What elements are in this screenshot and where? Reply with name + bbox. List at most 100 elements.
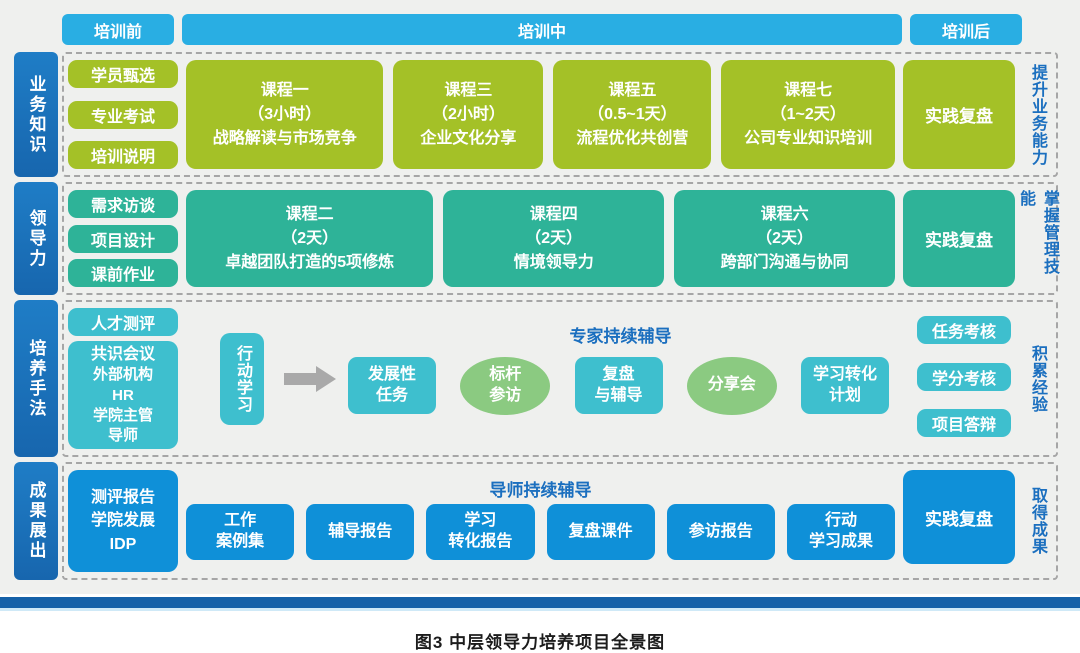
dashed-container-row4: 测评报告 学院发展 IDP 导师持续辅导 工作 案例集 辅导报告 学习 转化报告…	[62, 462, 1058, 580]
output-work-case-collection: 工作 案例集	[186, 504, 295, 560]
practice-review-box-row1: 实践复盘	[903, 60, 1015, 169]
expert-coaching-title: 专家持续辅导	[569, 327, 672, 346]
row1-post-column: 实践复盘	[903, 60, 1015, 169]
course-name: 跨部门沟通与协同	[720, 253, 849, 271]
course-title: 课程六	[760, 205, 809, 223]
course-title: 课程二	[285, 205, 334, 223]
course-name: 情境领导力	[513, 253, 594, 271]
course-box-6: 课程六 （2天） 跨部门沟通与协同	[674, 190, 895, 287]
practice-review-box-row2: 实践复盘	[903, 190, 1015, 287]
course-duration: （0.5~1天）	[588, 105, 677, 123]
row3-main-column: 行动学习 专家持续辅导 发展性 任务 标杆 参访 复盘 与辅导 分享会 学习转化…	[186, 308, 895, 449]
expert-coaching-area: 专家持续辅导 发展性 任务 标杆 参访 复盘 与辅导 分享会 学习转化 计划	[346, 308, 895, 449]
course-duration: （2天）	[281, 229, 339, 247]
course-title: 课程三	[444, 81, 493, 99]
action-learning-box: 行动学习	[220, 332, 264, 425]
goal-label-achieve-results: 取得成果	[1029, 487, 1046, 555]
consensus-meeting-label: 共识会议	[90, 345, 155, 363]
side-label-business-knowledge: 业务知识	[14, 52, 58, 177]
row2-courses: 课程二 （2天） 卓越团队打造的5项修炼 课程四 （2天） 情境领导力 课程六 …	[186, 190, 895, 287]
flow-item-learning-transfer-plan: 学习转化 计划	[801, 356, 889, 415]
output-action-learning-results: 行动 学习成果	[786, 504, 896, 560]
dashed-container-row1: 学员甄选 专业考试 培训说明 课程一 （3小时） 战略解读与市场竞争 课程三 （…	[62, 52, 1058, 177]
band-leadership: 领导力 需求访谈 项目设计 课前作业 课程二 （2天） 卓越团队打造的5项修炼	[14, 182, 1058, 295]
row2-pre-column: 需求访谈 项目设计 课前作业	[68, 190, 178, 287]
output-review-courseware: 复盘课件	[546, 504, 655, 560]
arrow-shaft	[284, 372, 316, 385]
pill-project-defense: 项目答辩	[917, 409, 1011, 437]
phase-header-during-training: 培训中	[182, 14, 902, 45]
row2-main-column: 课程二 （2天） 卓越团队打造的5项修炼 课程四 （2天） 情境领导力 课程六 …	[186, 190, 895, 287]
course-title: 课程四	[529, 205, 578, 223]
course-duration: （1~2天）	[770, 105, 846, 123]
row2-post-column: 实践复盘	[903, 190, 1015, 287]
course-name: 公司专业知识培训	[744, 129, 873, 147]
coaching-flow-row: 发展性 任务 标杆 参访 复盘 与辅导 分享会 学习转化 计划	[346, 343, 895, 415]
consensus-meeting-box: 共识会议 外部机构 HR 学院主管 导师	[68, 341, 178, 449]
flow-item-sharing-session: 分享会	[686, 356, 777, 415]
row1-main-column: 课程一 （3小时） 战略解读与市场竞争 课程三 （2小时） 企业文化分享 课程五…	[186, 60, 896, 169]
band-business-knowledge: 业务知识 学员甄选 专业考试 培训说明 课程一 （3小时） 战略解读与市场竞争	[14, 52, 1058, 177]
course-title: 课程五	[608, 81, 657, 99]
side-label-results-showcase: 成果展出	[14, 462, 58, 580]
course-box-7: 课程七 （1~2天） 公司专业知识培训	[721, 60, 896, 169]
pill-talent-assessment: 人才测评	[68, 308, 178, 336]
header-spacer	[1030, 14, 1058, 45]
mentor-coaching-title: 导师持续辅导	[489, 481, 592, 500]
row4-main-column: 导师持续辅导 工作 案例集 辅导报告 学习 转化报告 复盘课件 参访报告 行动 …	[186, 470, 896, 572]
consensus-participants: 外部机构 HR 学院主管 导师	[92, 366, 153, 445]
phase-header-row: 培训前 培训中 培训后	[62, 14, 1058, 45]
course-name: 企业文化分享	[420, 129, 517, 147]
pill-training-briefing: 培训说明	[68, 141, 178, 169]
course-name: 战略解读与市场竞争	[212, 129, 357, 147]
row1-pre-column: 学员甄选 专业考试 培训说明	[68, 60, 178, 169]
flow-arrow-icon	[284, 365, 336, 392]
course-title: 课程七	[784, 81, 833, 99]
outputs-row: 工作 案例集 辅导报告 学习 转化报告 复盘课件 参访报告 行动 学习成果	[186, 504, 896, 560]
course-duration: （2天）	[525, 229, 583, 247]
band-development-methods: 培养手法 人才测评 共识会议 外部机构 HR 学院主管 导师 行动学习	[14, 300, 1058, 457]
row3-pre-column: 人才测评 共识会议 外部机构 HR 学院主管 导师	[68, 308, 178, 449]
course-box-4: 课程四 （2天） 情境领导力	[443, 190, 665, 287]
output-coaching-report: 辅导报告	[306, 504, 415, 560]
figure-caption: 图3 中层领导力培养项目全景图	[414, 633, 666, 652]
goal-label-master-management: 掌握管理技能	[1017, 190, 1058, 275]
goal-label-improve-business: 提升业务能力	[1029, 63, 1046, 166]
band-results-showcase: 成果展出 测评报告 学院发展 IDP 导师持续辅导 工作 案例集 辅导报告 学习…	[14, 462, 1058, 580]
pill-needs-interview: 需求访谈	[68, 190, 178, 218]
dashed-container-row2: 需求访谈 项目设计 课前作业 课程二 （2天） 卓越团队打造的5项修炼 课程四 …	[62, 182, 1058, 295]
course-duration: （3小时）	[248, 105, 322, 123]
phase-header-post-training: 培训后	[910, 14, 1022, 45]
course-box-2: 课程二 （2天） 卓越团队打造的5项修炼	[186, 190, 434, 287]
training-program-diagram: 培训前 培训中 培训后 业务知识 学员甄选 专业考试 培训说明 课程一 （3小时…	[0, 0, 1080, 594]
pill-professional-exam: 专业考试	[68, 100, 178, 129]
bottom-divider-bar	[0, 597, 1080, 611]
side-label-leadership: 领导力	[14, 182, 58, 295]
row3-post-column: 任务考核 学分考核 项目答辩	[903, 308, 1015, 449]
pill-credit-assessment: 学分考核	[917, 362, 1011, 391]
flow-item-developmental-task: 发展性 任务	[348, 356, 436, 415]
row4-post-column: 实践复盘	[903, 470, 1015, 572]
course-name: 卓越团队打造的5项修炼	[225, 253, 395, 271]
pill-trainee-selection: 学员甄选	[68, 60, 178, 88]
course-duration: （2天）	[756, 229, 814, 247]
row1-courses: 课程一 （3小时） 战略解读与市场竞争 课程三 （2小时） 企业文化分享 课程五…	[186, 60, 896, 169]
course-name: 流程优化共创营	[576, 129, 689, 147]
course-box-1: 课程一 （3小时） 战略解读与市场竞争	[186, 60, 384, 169]
course-duration: （2小时）	[431, 105, 505, 123]
phase-header-pre-training: 培训前	[62, 14, 174, 45]
flow-item-review-coaching: 复盘 与辅导	[574, 356, 663, 415]
output-learning-transfer-report: 学习 转化报告	[426, 504, 535, 560]
side-label-development-methods: 培养手法	[14, 300, 58, 457]
course-box-3: 课程三 （2小时） 企业文化分享	[393, 60, 544, 169]
assessment-report-box: 测评报告 学院发展 IDP	[68, 470, 178, 572]
course-title: 课程一	[260, 81, 309, 99]
flow-item-benchmark-visit: 标杆 参访	[460, 356, 551, 415]
pill-pre-class-homework: 课前作业	[68, 259, 178, 287]
output-visit-report: 参访报告	[666, 504, 775, 560]
dashed-container-row3: 人才测评 共识会议 外部机构 HR 学院主管 导师 行动学习 专家持续辅导	[62, 300, 1058, 457]
pill-project-design: 项目设计	[68, 224, 178, 253]
pill-task-assessment: 任务考核	[917, 316, 1011, 344]
course-box-5: 课程五 （0.5~1天） 流程优化共创营	[553, 60, 712, 169]
